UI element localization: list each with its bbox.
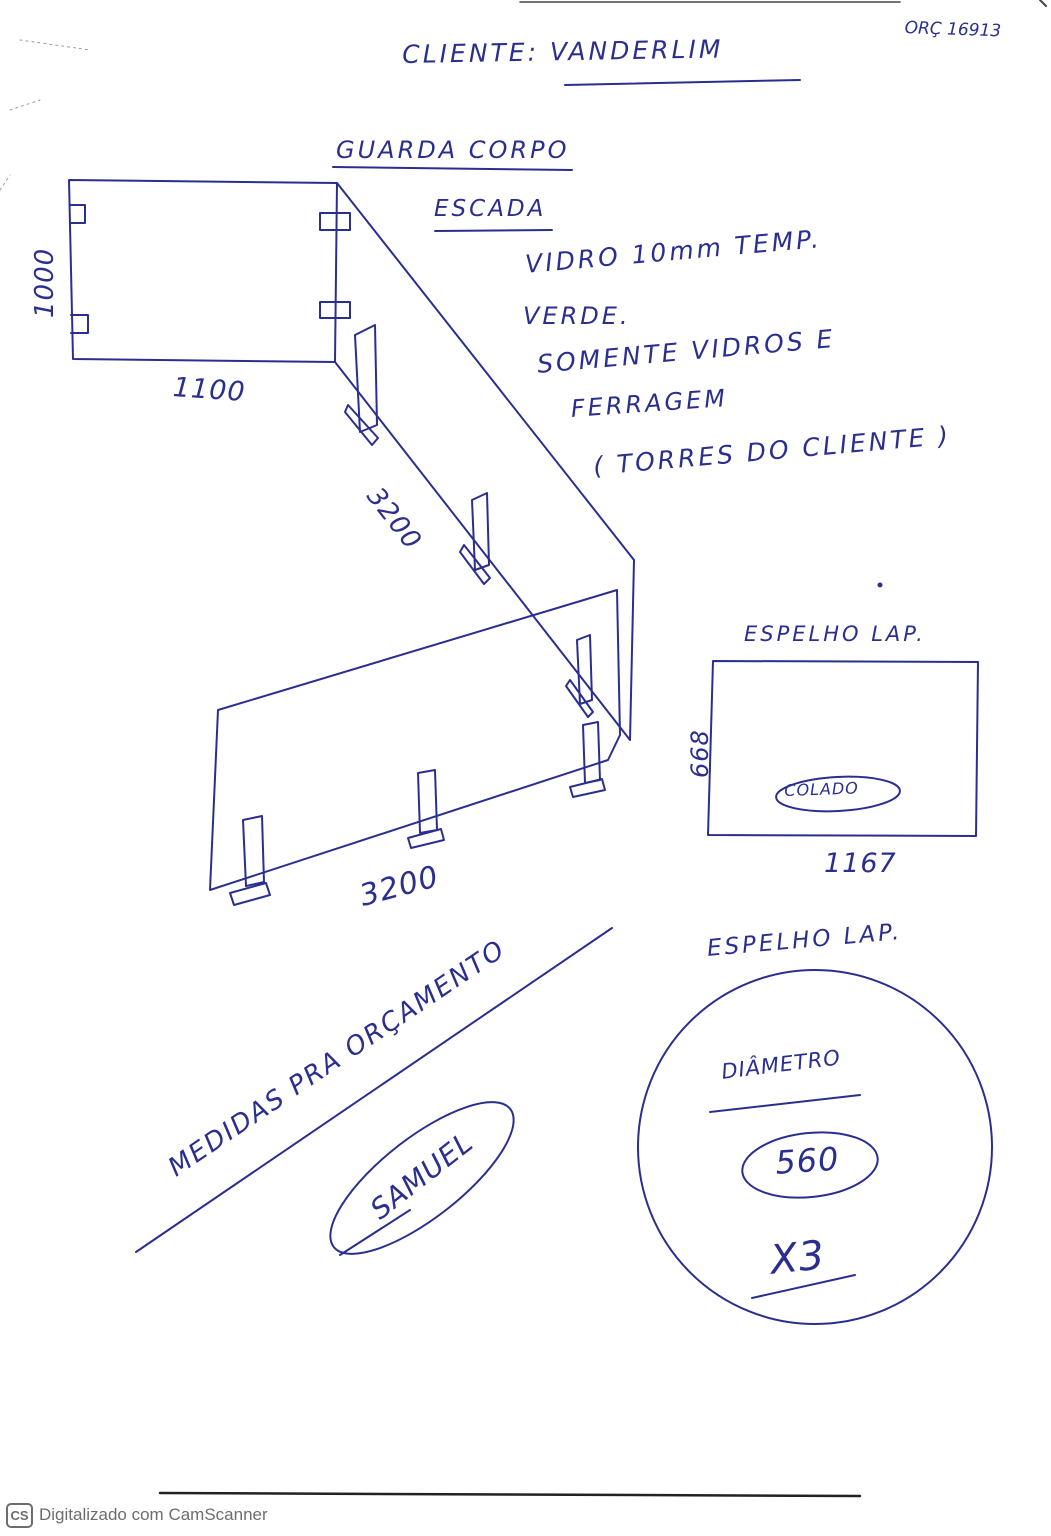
colado-badge-outline: [775, 775, 901, 813]
landing-clamp: [69, 204, 86, 224]
scanner-footer-text: Digitalizado com CamScanner: [39, 1505, 268, 1524]
mirror-rect-width: 1167: [824, 848, 897, 879]
landing-panel: [68, 179, 338, 363]
stair-post: [576, 634, 593, 705]
dimension-landing-width: 1100: [171, 372, 247, 408]
client-name: CLIENTE: VANDERLIM: [402, 34, 724, 69]
section-subtitle: ESCADA: [434, 196, 547, 222]
client-underline: [564, 79, 801, 86]
bottom-post: [417, 769, 438, 834]
scan-edge-speck: [0, 39, 91, 191]
scan-edge-mark: [158, 1491, 862, 1498]
diameter-underline: [709, 1094, 861, 1113]
round-mirror-outline: [637, 969, 993, 1325]
mirror-rect-height: 668: [686, 729, 714, 778]
ink-speck: [877, 582, 883, 588]
bottom-post-base: [407, 828, 445, 849]
bottom-post: [582, 721, 601, 784]
stair-post-base: [565, 679, 594, 718]
scan-edge-mark: [1039, 0, 1047, 7]
stair-post: [471, 492, 490, 571]
section-title: GUARDA CORPO: [336, 136, 570, 164]
bottom-post-base: [569, 778, 606, 798]
note-line: VERDE.: [523, 302, 631, 330]
landing-clamp: [319, 212, 351, 231]
landing-clamp: [319, 301, 351, 319]
quantity-underline: [751, 1274, 856, 1299]
mirror-rect-outline: [707, 660, 979, 837]
stamp-diagonal-line: [135, 927, 613, 1253]
camscanner-logo-icon: CS: [6, 1502, 33, 1528]
diameter-badge-outline: [741, 1131, 879, 1199]
title-underline: [332, 166, 573, 171]
quantity-value: X3: [768, 1232, 828, 1284]
bottom-post-base: [229, 882, 271, 906]
colado-badge: COLADO: [784, 778, 860, 800]
bottom-post: [242, 815, 265, 887]
signature-outline: [329, 1101, 515, 1255]
dimension-height: 1000: [30, 247, 60, 318]
stair-panel: [334, 182, 635, 741]
mirror-rect-title: ESPELHO LAP.: [744, 622, 926, 646]
bottom-panel: [209, 589, 621, 891]
stair-post-base: [344, 404, 379, 446]
diameter-value: 560: [774, 1139, 841, 1182]
stair-post-base: [459, 544, 491, 585]
landing-clamp: [70, 314, 89, 334]
subtitle-underline: [434, 229, 553, 232]
order-reference: ORÇ 16913: [904, 18, 1002, 42]
scanner-footer: CS Digitalizado com CamScanner: [6, 1500, 268, 1530]
signature-tail: [339, 1209, 411, 1256]
stair-post: [354, 324, 378, 433]
